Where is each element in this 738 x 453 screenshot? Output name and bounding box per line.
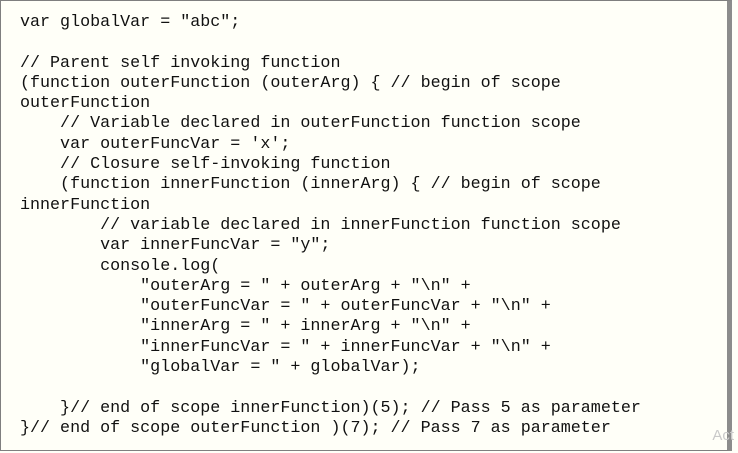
code-line: (function innerFunction (innerArg) { // … bbox=[20, 175, 601, 195]
code-line: // Variable declared in outerFunction fu… bbox=[20, 114, 581, 134]
code-line: "innerArg = " + innerArg + "\n" + bbox=[20, 317, 471, 337]
code-block: var globalVar = "abc"; // Parent self inv… bbox=[20, 13, 641, 439]
code-line: var innerFuncVar = "y"; bbox=[20, 236, 331, 256]
code-line: innerFunction bbox=[20, 195, 151, 215]
code-line bbox=[20, 378, 641, 398]
code-line: (function outerFunction (outerArg) { // … bbox=[20, 73, 561, 93]
code-line: var globalVar = "abc"; bbox=[20, 13, 241, 32]
code-line: // variable declared in innerFunction fu… bbox=[20, 215, 621, 235]
code-line: }// end of scope innerFunction)(5); // P… bbox=[20, 398, 641, 418]
code-line: var outerFuncVar = 'x'; bbox=[20, 134, 291, 154]
code-line: "outerArg = " + outerArg + "\n" + bbox=[20, 276, 471, 296]
code-line: "outerFuncVar = " + outerFuncVar + "\n" … bbox=[20, 297, 551, 317]
code-line bbox=[20, 33, 641, 53]
code-line: console.log( bbox=[20, 256, 221, 276]
code-line: "globalVar = " + globalVar); bbox=[20, 358, 421, 378]
code-line: // Closure self-invoking function bbox=[20, 155, 391, 175]
code-line: }// end of scope outerFunction )(7); // … bbox=[20, 418, 611, 438]
code-line: // Parent self invoking function bbox=[20, 53, 341, 73]
code-line: "innerFuncVar = " + innerFuncVar + "\n" … bbox=[20, 337, 551, 357]
activation-watermark: Act bbox=[712, 427, 734, 444]
code-line: outerFunction bbox=[20, 94, 151, 114]
